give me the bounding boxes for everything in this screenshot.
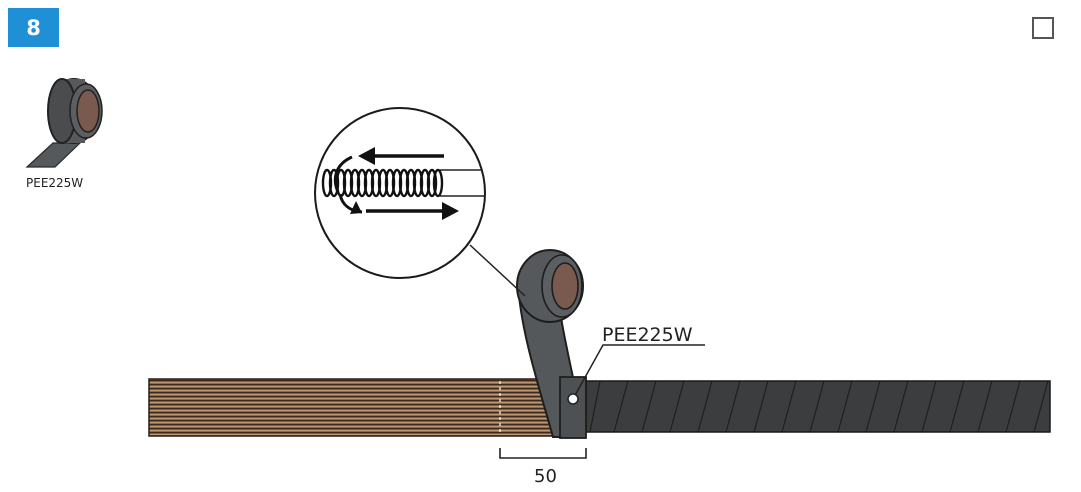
tape-roll-applied	[516, 249, 587, 439]
dimension-marker	[499, 448, 587, 459]
tape-roll-icon	[25, 78, 103, 168]
magnified-detail	[314, 107, 486, 279]
callout-dot	[567, 393, 579, 405]
callout-label: PEE225W	[602, 324, 693, 346]
completion-checkbox[interactable]	[1032, 17, 1054, 39]
bare-cable-section	[148, 378, 580, 437]
callout-leader	[572, 344, 705, 400]
wrapped-cable-section	[585, 380, 1051, 433]
step-number-badge: 8	[8, 8, 59, 47]
dimension-value: 50	[534, 466, 557, 487]
tape-legend-label: PEE225W	[26, 176, 83, 190]
magnify-leader-line	[469, 244, 526, 297]
